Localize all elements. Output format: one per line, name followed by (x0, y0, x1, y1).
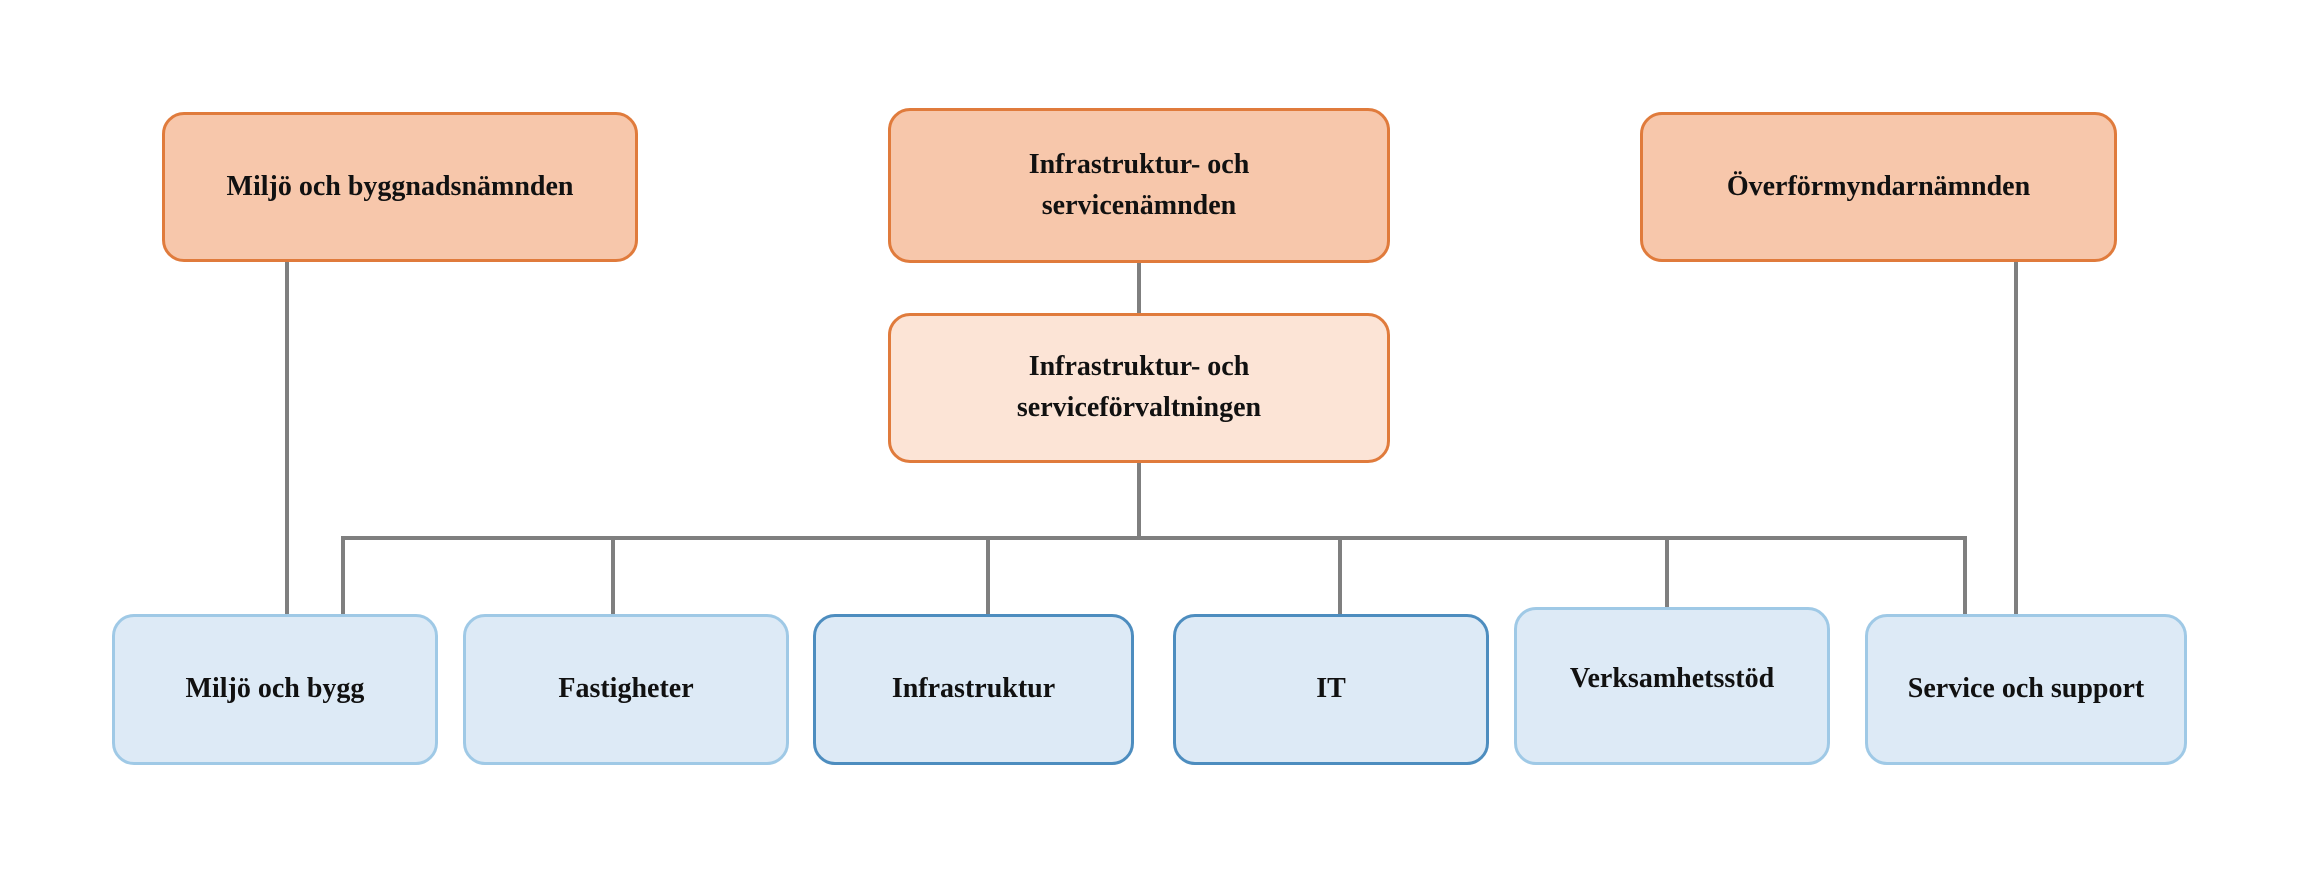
unit-verksamhetsstod: Verksamhetsstöd (1514, 607, 1830, 765)
unit-verksamhetsstod-label: Verksamhetsstöd (1569, 662, 1775, 694)
board-overformyndarnamnden: Överförmyndarnämnden (1640, 112, 2117, 262)
unit-miljo-och-bygg: Miljö och bygg (112, 614, 438, 765)
board-overformyndar-label: Överförmyndarnämnden (1726, 170, 2031, 202)
board-infra-label-line1: Infrastruktur- och (1028, 148, 1250, 180)
unit-it-label: IT (1316, 673, 1346, 705)
board-miljo-label: Miljö och byggnadsnämnden (226, 170, 574, 202)
board-infra-label-line2: servicenämnden (1041, 189, 1237, 221)
administration-label-line1: Infrastruktur- och (1028, 351, 1250, 383)
unit-service-och-support: Service och support (1865, 614, 2187, 765)
unit-infrastruktur-label: Infrastruktur (891, 673, 1056, 705)
unit-infrastruktur: Infrastruktur (813, 614, 1134, 765)
administration-label-line2: serviceförvaltningen (1016, 392, 1262, 423)
board-miljo-och-byggnadsnamnden: Miljö och byggnadsnämnden (162, 112, 638, 262)
board-infrastruktur-och-servicenamnden: Infrastruktur- och servicenämnden (888, 108, 1390, 263)
unit-fastigheter-label: Fastigheter (558, 673, 694, 705)
unit-it: IT (1173, 614, 1489, 765)
unit-fastigheter: Fastigheter (463, 614, 789, 765)
unit-miljo-och-bygg-label: Miljö och bygg (185, 673, 365, 705)
administration-infrastruktur-och-serviceforvaltningen: Infrastruktur- och serviceförvaltningen (888, 313, 1390, 463)
unit-service-och-support-label: Service och support (1907, 673, 2145, 705)
